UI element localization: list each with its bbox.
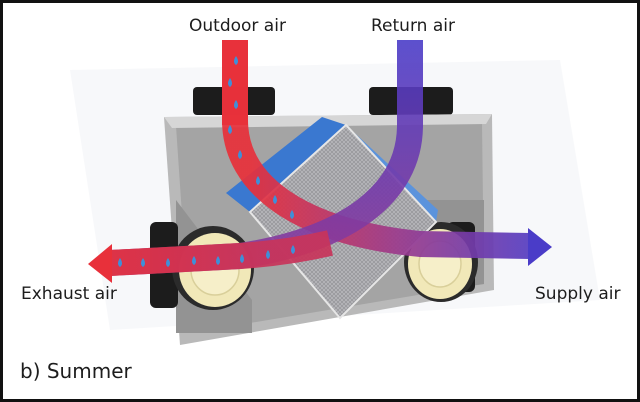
droplet (256, 176, 260, 185)
exhaust-air-label: Exhaust air (21, 284, 117, 304)
outdoor-to-supply-stream (222, 40, 531, 259)
supply-air-label: Supply air (535, 284, 621, 304)
droplet (234, 100, 238, 109)
droplet (273, 195, 277, 204)
droplet (166, 258, 170, 267)
water-droplets (118, 56, 295, 267)
droplet (234, 56, 238, 65)
droplet (228, 78, 232, 87)
droplet (228, 125, 232, 134)
droplet (238, 150, 242, 159)
exhaust-arrowhead (88, 244, 112, 283)
return-air-label: Return air (371, 16, 455, 36)
supply-arrowhead (528, 228, 552, 266)
droplet (141, 258, 145, 267)
droplet (192, 256, 196, 265)
outdoor-air-label: Outdoor air (189, 16, 286, 36)
droplet (240, 254, 244, 263)
droplet (290, 210, 294, 219)
droplet (216, 256, 220, 265)
droplet (266, 250, 270, 259)
droplet (118, 258, 122, 267)
droplet (291, 245, 295, 254)
figure-caption: b) Summer (20, 359, 132, 383)
